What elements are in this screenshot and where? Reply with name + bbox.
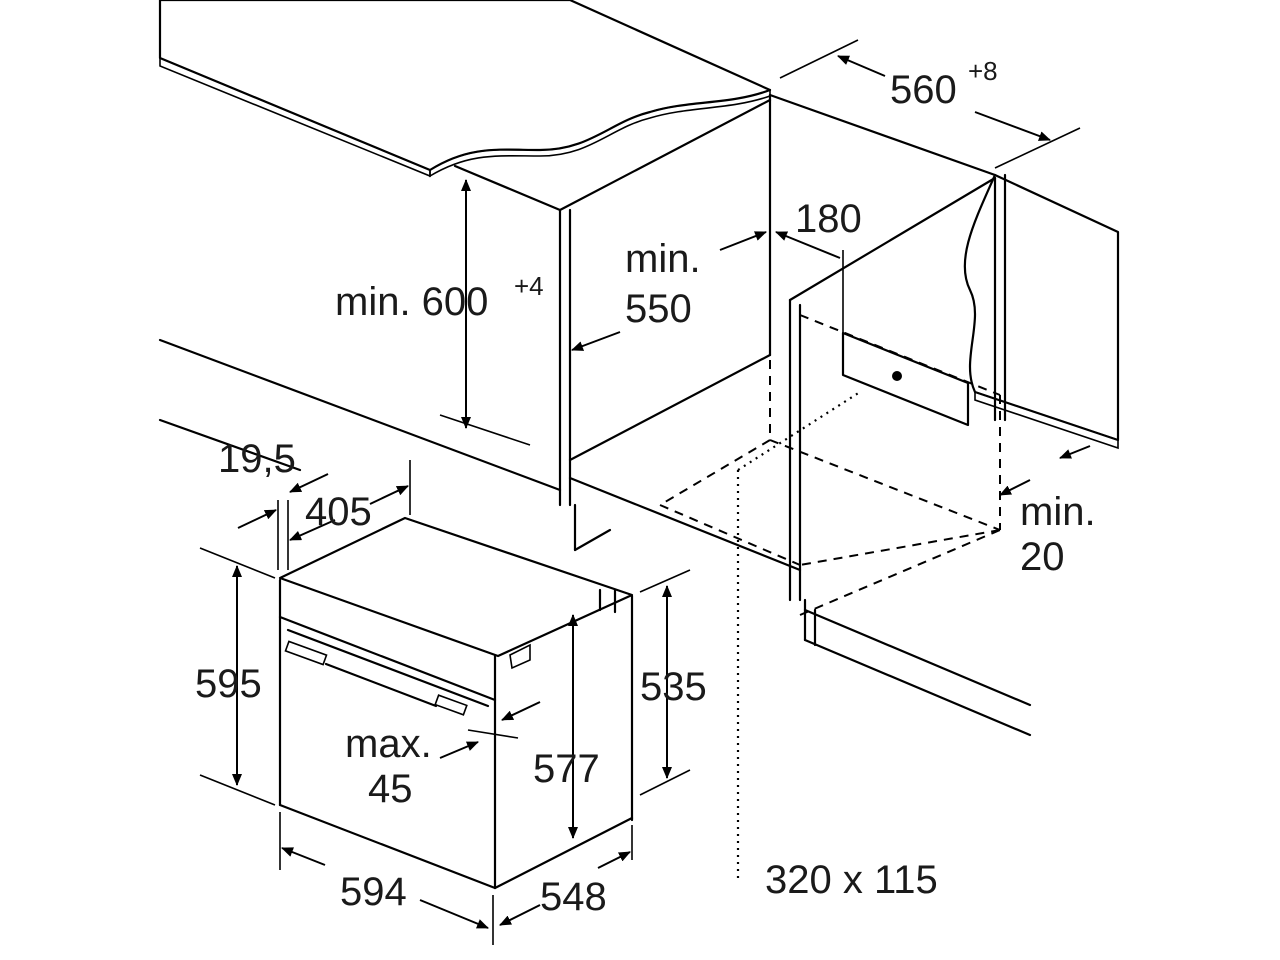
label-594: 594 — [340, 870, 407, 914]
dimension-lines — [199, 39, 1091, 945]
label-560-tolerance: +8 — [968, 56, 998, 86]
label-405: 405 — [305, 490, 372, 534]
label-min-550-line2: 550 — [625, 287, 692, 331]
hidden-edges — [659, 314, 1001, 616]
dimension-labels: 560 +8 min. 600 +4 min. 550 180 min. 20 … — [195, 56, 1096, 919]
oven — [278, 516, 634, 890]
vent-cutout — [841, 331, 970, 427]
label-19-5: 19,5 — [218, 437, 296, 481]
cabinet — [158, 93, 1032, 737]
label-535: 535 — [640, 665, 707, 709]
label-max-45-line1: max. — [345, 722, 432, 766]
label-600-tolerance: +4 — [514, 271, 544, 301]
label-560: 560 — [890, 68, 957, 112]
worktop — [158, 0, 772, 178]
label-min-20-line2: 20 — [1020, 535, 1065, 579]
worktop-right — [963, 173, 1120, 450]
label-min-600: min. 600 — [335, 280, 488, 324]
label-577: 577 — [533, 747, 600, 791]
label-595: 595 — [195, 662, 262, 706]
label-180: 180 — [795, 197, 862, 241]
label-cutout-320x115: 320 x 115 — [765, 858, 938, 902]
label-min-550-line1: min. — [625, 237, 701, 281]
label-max-45-line2: 45 — [368, 767, 413, 811]
label-548: 548 — [540, 875, 607, 919]
label-min-20-line1: min. — [1020, 490, 1096, 534]
